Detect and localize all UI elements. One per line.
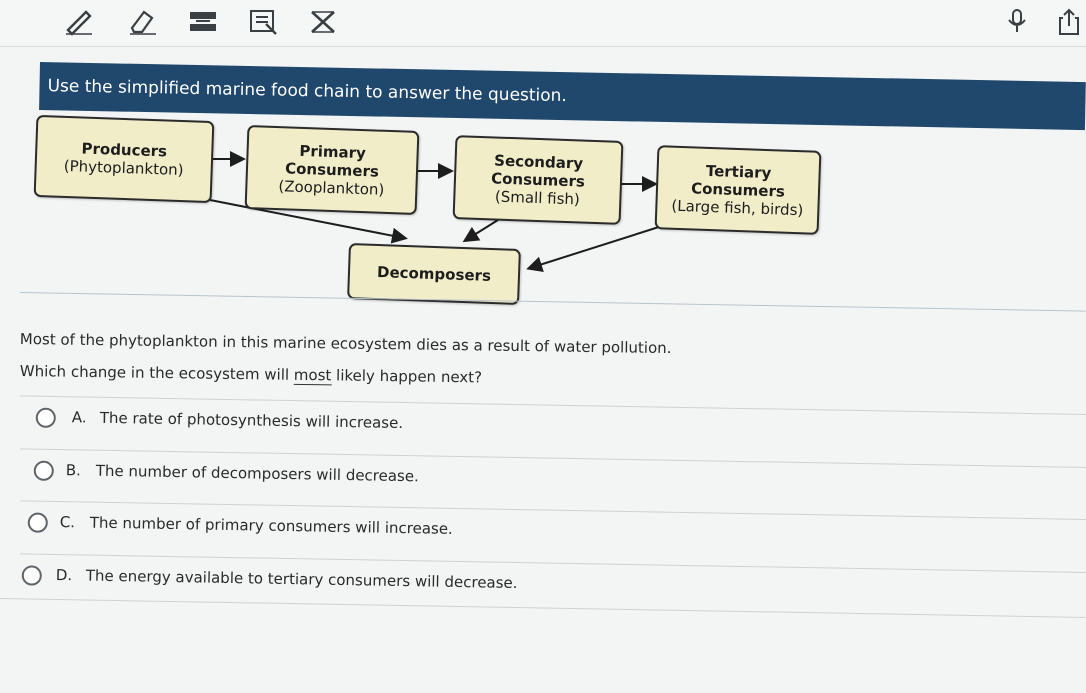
- tool-bar: [0, 0, 1086, 47]
- share-icon[interactable]: [1052, 6, 1086, 36]
- stimulus-text: Most of the phytoplankton in this marine…: [19, 330, 672, 358]
- prompt-emphasis: most: [293, 365, 332, 386]
- decomposers-box: Decomposers: [347, 243, 521, 305]
- choice-letter: B.: [65, 461, 82, 480]
- eliminate-choice-icon[interactable]: [306, 6, 340, 36]
- diagram-arrows: [209, 151, 663, 272]
- pencil-icon[interactable]: [62, 6, 96, 36]
- radio-button[interactable]: [35, 407, 56, 428]
- arrow-producers-to-decomposers: [209, 199, 408, 244]
- decomposers-title: Decomposers: [376, 263, 492, 285]
- producers-sub: (Phytoplankton): [63, 156, 184, 180]
- radio-button[interactable]: [33, 460, 54, 481]
- secondary-sub: (Small fish): [494, 187, 581, 209]
- arrow-secondary-to-decomposers: [462, 219, 499, 243]
- primary-sub: (Zooplankton): [278, 177, 385, 199]
- question-prompt: Which change in the ecosystem will most …: [20, 362, 1086, 395]
- eraser-icon[interactable]: [124, 6, 158, 36]
- prompt-after: likely happen next?: [331, 366, 483, 387]
- choice-text: The rate of photosynthesis will increase…: [99, 408, 404, 433]
- radio-button[interactable]: [27, 512, 48, 533]
- prompt-before: Which change in the ecosystem will: [19, 362, 294, 384]
- choice-letter: D.: [55, 565, 73, 585]
- choice-text: The number of primary consumers will inc…: [89, 513, 453, 538]
- primary-consumers-box: Primary Consumers (Zooplankton): [244, 125, 420, 215]
- arrow-tertiary-to-decomposers: [526, 225, 663, 272]
- tertiary-title-1: Tertiary: [705, 161, 772, 183]
- primary-title-1: Primary: [299, 141, 367, 163]
- choice-text: The energy available to tertiary consume…: [85, 566, 518, 593]
- choice-text: The number of decomposers will decrease.: [95, 461, 419, 486]
- choice-letter: C.: [59, 513, 76, 532]
- secondary-consumers-box: Secondary Consumers (Small fish): [452, 135, 624, 225]
- answer-masking-icon[interactable]: [246, 6, 280, 36]
- microphone-icon[interactable]: [1000, 6, 1034, 36]
- producers-box: Producers (Phytoplankton): [33, 114, 215, 204]
- choice-letter: A.: [71, 408, 87, 427]
- tertiary-consumers-box: Tertiary Consumers (Large fish, birds): [654, 145, 822, 235]
- radio-button[interactable]: [21, 565, 42, 586]
- food-chain-diagram: Producers (Phytoplankton) Primary Consum…: [0, 100, 1086, 310]
- tertiary-sub: (Large fish, birds): [671, 196, 804, 220]
- line-reader-icon[interactable]: [186, 6, 220, 36]
